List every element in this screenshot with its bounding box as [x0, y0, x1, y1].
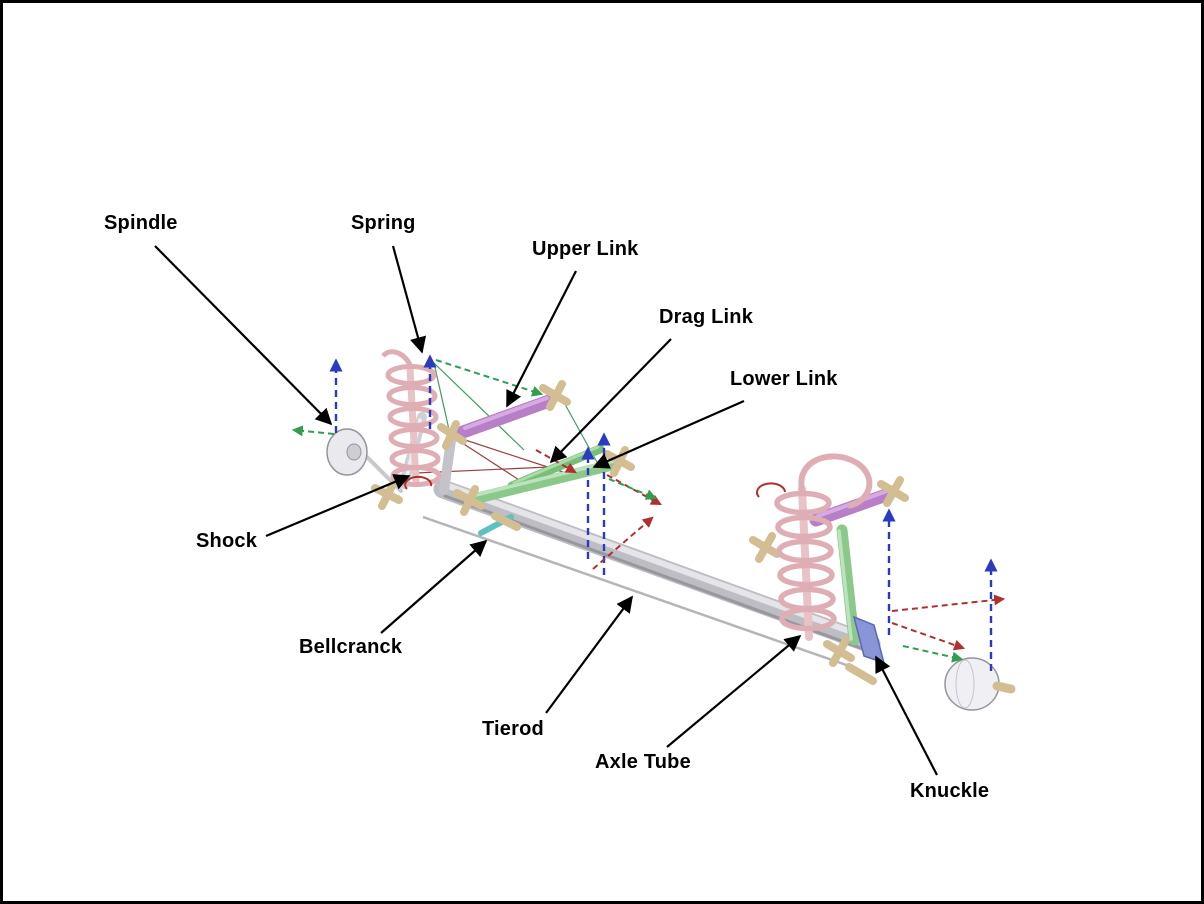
axis-green-arrows — [291, 359, 964, 663]
label-drag-link: Drag Link — [659, 306, 754, 328]
upper-link-part — [456, 394, 556, 439]
label-bellcranck: Bellcranck — [299, 636, 403, 658]
leader-arrow-upper-link — [506, 270, 577, 408]
right-spindle-part — [944, 657, 1016, 711]
axis-blue-arrows — [329, 354, 998, 671]
label-upper-link: Upper Link — [532, 238, 639, 260]
leader-arrow-bellcranck — [380, 539, 488, 634]
leader-arrow-axle-tube — [666, 634, 802, 748]
label-tierod: Tierod — [482, 718, 544, 740]
label-spring: Spring — [351, 212, 416, 234]
right-bushing-joints — [749, 476, 909, 685]
leader-arrow-lower-link — [592, 399, 745, 469]
left-suspension-assembly — [326, 349, 635, 536]
right-suspension-assembly — [749, 453, 1016, 711]
label-lower-link: Lower Link — [730, 368, 838, 390]
rotation-marker-red-right — [756, 482, 786, 498]
leader-arrow-spring — [391, 245, 427, 354]
tierod-part — [422, 515, 856, 670]
leader-arrow-shock — [265, 474, 411, 538]
lower-link-part — [464, 458, 622, 506]
spring-part — [381, 349, 442, 487]
leader-arrow-tierod — [545, 595, 633, 714]
label-shock: Shock — [196, 530, 258, 552]
suspension-model-figure — [154, 245, 1016, 776]
leader-arrows — [154, 245, 938, 776]
bushing-joints — [371, 380, 635, 531]
leader-arrow-spindle — [154, 245, 333, 426]
label-axle-tube: Axle Tube — [595, 751, 691, 773]
label-spindle: Spindle — [104, 212, 178, 234]
spindle-part — [326, 428, 368, 476]
leader-arrow-drag-link — [549, 338, 672, 464]
leader-arrow-knuckle — [875, 655, 938, 776]
label-knuckle: Knuckle — [910, 780, 990, 802]
right-link-green — [836, 524, 860, 646]
right-spring-part — [774, 453, 873, 641]
